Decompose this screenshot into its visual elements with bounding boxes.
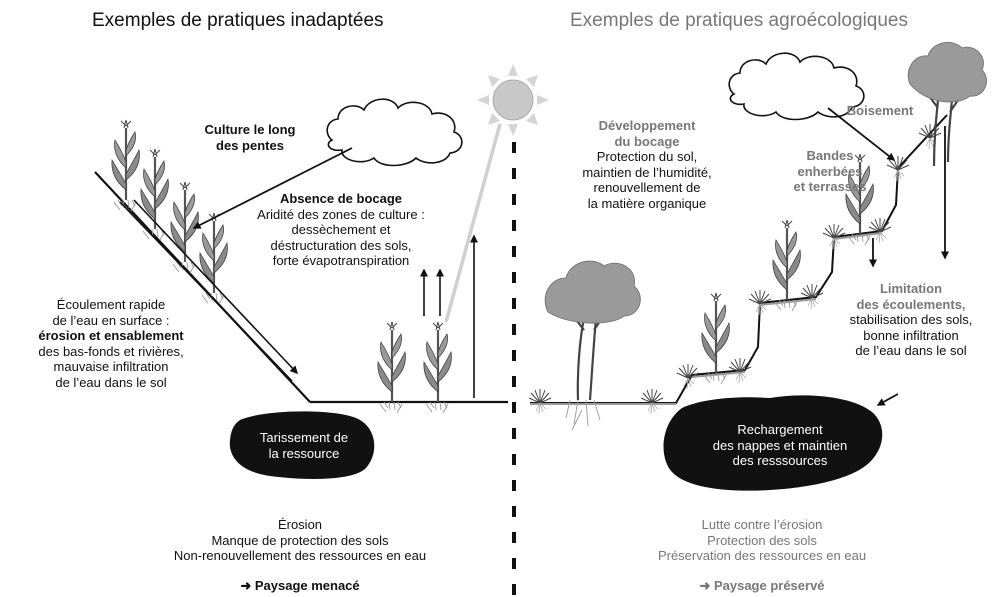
left-summary-line: Érosion xyxy=(277,517,323,532)
runoff-line: des bas-fonds et rivières, xyxy=(38,343,184,359)
left-title: Exemples de pratiques inadaptées xyxy=(92,10,384,31)
bocage-line: renouvellement de xyxy=(593,180,701,195)
left-summary-line: Manque de protection des sols xyxy=(211,532,389,548)
runoff-line: Écoulement rapide xyxy=(56,297,166,312)
bocage-development-label: Développement du bocage Protection du so… xyxy=(544,118,750,211)
rain-arrow-to-terraces xyxy=(827,107,896,161)
terraces-line: enherbées xyxy=(797,163,863,179)
limitation-line: stabilisation des sols, xyxy=(849,312,973,327)
limitation-title-line: des écoulements, xyxy=(856,296,966,312)
right-title: Exemples de pratiques agroécologiques xyxy=(570,10,908,31)
left-maize-on-floor xyxy=(376,320,453,415)
bocage-title-line: du bocage xyxy=(614,133,680,149)
runoff-line: de l’eau dans le sol xyxy=(55,374,167,390)
bocage-line: maintien de l’humidité, xyxy=(582,164,712,180)
slope-culture-line: Culture le long xyxy=(204,122,296,137)
terraces-line: Bandes xyxy=(806,148,854,163)
left-aquifer-line: la ressource xyxy=(268,445,340,461)
right-aquifer-line: des resssources xyxy=(732,453,828,468)
left-aquifer xyxy=(229,411,375,479)
terraces-line: et terrasses xyxy=(793,179,867,194)
terrace-strip xyxy=(833,232,883,240)
bocage-title-line: Développement xyxy=(598,118,696,133)
recharge-arrow xyxy=(876,393,899,406)
no-bocage-line: Aridité des zones de culture : xyxy=(257,206,425,222)
right-aquifer xyxy=(663,395,883,491)
left-aquifer-line: Tarissement de xyxy=(259,430,349,445)
right-verdict: ➜ Paysage préservé xyxy=(699,578,825,593)
slope-culture-line: des pentes xyxy=(216,137,284,153)
no-bocage-title: Absence de bocage xyxy=(279,191,403,206)
limitation-title-line: Limitation xyxy=(879,281,943,296)
runoff-bold-line: érosion et ensablement xyxy=(38,328,184,343)
right-summary-line: Protection des sols xyxy=(707,532,817,548)
no-bocage-line: dessèchement et xyxy=(291,222,391,237)
right-summary: Lutte contre l’érosion Protection des so… xyxy=(612,517,912,564)
bocage-line: la matière organique xyxy=(587,195,707,211)
runoff-arrow-2 xyxy=(133,199,299,375)
right-aquifer-line: des nappes et maintien xyxy=(712,437,848,453)
limitation-line: bonne infiltration xyxy=(863,327,959,343)
terraces-label: Bandes enherbées et terrasses xyxy=(778,148,882,195)
no-bocage-line: forte évapotranspiration xyxy=(272,253,410,268)
left-summary-line: Non-renouvellement des ressources en eau xyxy=(173,548,427,563)
left-verdict: ➜ Paysage menacé xyxy=(240,578,360,593)
right-summary-line: Lutte contre l’érosion xyxy=(701,517,823,532)
forest-tree-icon xyxy=(907,41,987,167)
bocage-line: Protection du sol, xyxy=(596,149,698,164)
runoff-line: mauvaise infiltration xyxy=(53,359,169,374)
runoff-label: Écoulement rapide de l’eau en surface : … xyxy=(6,297,216,390)
right-aquifer-label: Rechargement des nappes et maintien des … xyxy=(690,422,870,469)
left-cloud xyxy=(326,98,463,167)
sun-ray xyxy=(444,123,502,323)
rain-arrow-to-slope xyxy=(192,147,353,229)
limitation-line: de l’eau dans le sol xyxy=(855,343,967,358)
right-aquifer-line: Rechargement xyxy=(737,422,823,437)
runoff-line: de l’eau en surface : xyxy=(52,312,170,328)
afforestation-label: Boisement xyxy=(846,103,914,118)
limitation-label: Limitation des écoulements, stabilisatio… xyxy=(828,281,994,359)
terrace-strip xyxy=(759,298,817,306)
right-summary-line: Préservation des ressources en eau xyxy=(657,548,867,563)
no-bocage-label: Absence de bocage Aridité des zones de c… xyxy=(232,191,450,269)
left-aquifer-label: Tarissement de la ressource xyxy=(248,430,360,461)
slope-culture-label: Culture le long des pentes xyxy=(190,122,310,153)
terraced-slope xyxy=(530,114,948,404)
left-summary: Érosion Manque de protection des sols No… xyxy=(145,517,455,564)
no-bocage-line: déstructuration des sols, xyxy=(270,237,412,253)
hedgerow-tree-icon xyxy=(544,260,641,431)
sun-icon xyxy=(477,64,549,136)
runoff-arrow-1 xyxy=(119,201,293,382)
